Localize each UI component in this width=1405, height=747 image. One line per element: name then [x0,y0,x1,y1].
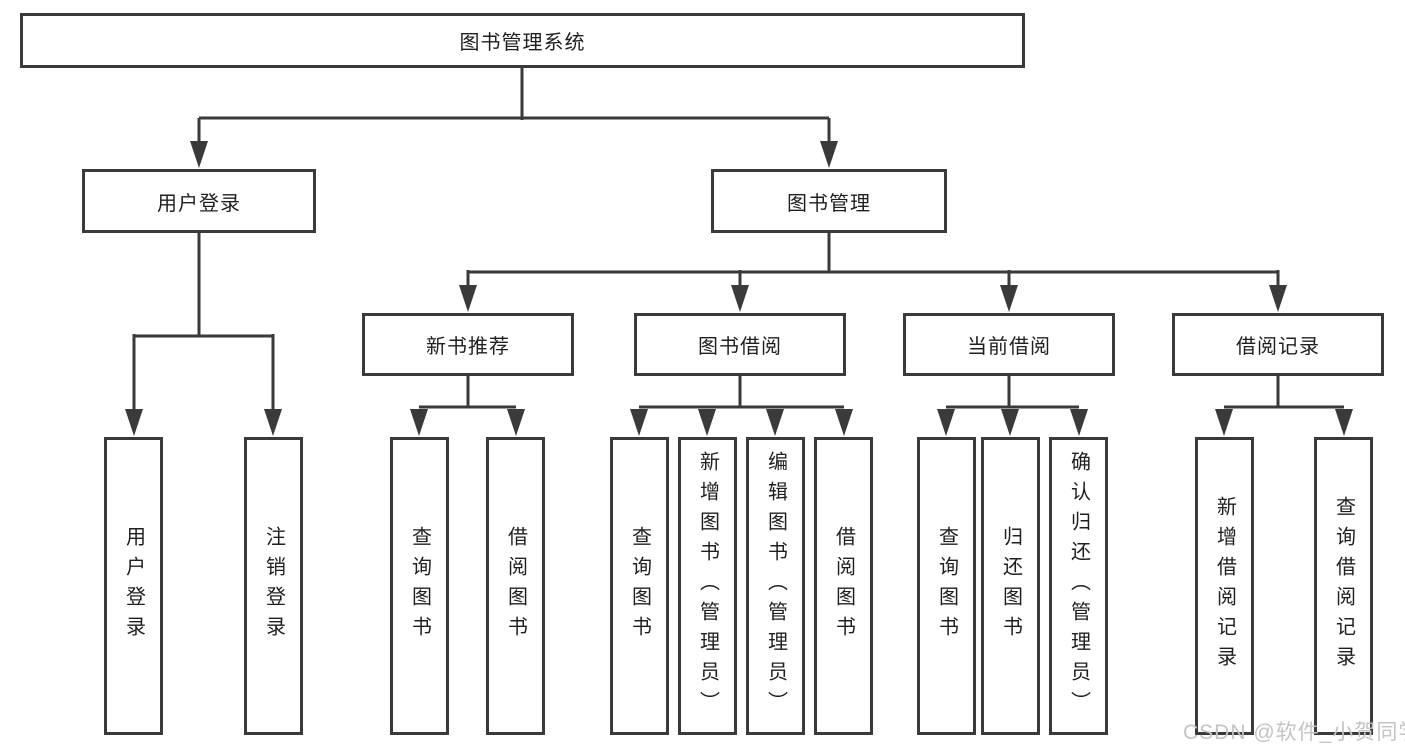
leaf-current-confirm-return-admin: 确认归还（管理员） [1049,437,1108,735]
leaf-label: 查询图书 [408,526,431,646]
leaf-label: 注销登录 [262,526,285,646]
leaf-label: 借阅图书 [832,526,855,646]
node-current-borrowing: 当前借阅 [903,313,1115,376]
leaf-label: 新增图书（管理员） [696,451,719,721]
node-label: 新书推荐 [426,336,510,358]
leaf-recommend-query-books: 查询图书 [390,437,449,735]
node-label: 当前借阅 [967,336,1051,358]
leaf-borrow-borrow-books: 借阅图书 [814,437,873,735]
leaf-records-add-record: 新增借阅记录 [1195,437,1254,735]
leaf-label: 借阅图书 [504,526,527,646]
node-book-management: 图书管理 [711,169,947,233]
leaf-logout: 注销登录 [244,437,303,735]
leaf-current-query-books: 查询图书 [917,437,976,735]
leaf-label: 查询借阅记录 [1332,496,1355,676]
leaf-records-query-record: 查询借阅记录 [1314,437,1373,735]
node-borrowing-records: 借阅记录 [1172,313,1384,376]
leaf-label: 查询图书 [935,526,958,646]
node-book-borrowing: 图书借阅 [634,313,846,376]
csdn-watermark: CSDN @软件_小贺同学 [1183,721,1405,744]
node-library-management-system: 图书管理系统 [20,13,1025,68]
leaf-label: 归还图书 [999,526,1022,646]
leaf-label: 编辑图书（管理员） [764,451,787,721]
leaf-label: 新增借阅记录 [1213,496,1236,676]
leaf-borrow-add-books-admin: 新增图书（管理员） [678,437,737,735]
leaf-user-login: 用户登录 [104,437,163,735]
node-label: 图书管理系统 [459,32,586,54]
leaf-label: 用户登录 [122,526,145,646]
node-new-book-recommendation: 新书推荐 [362,313,574,376]
leaf-label: 查询图书 [628,526,651,646]
leaf-label: 确认归还（管理员） [1067,451,1090,721]
leaf-recommend-borrow-books: 借阅图书 [486,437,545,735]
leaf-borrow-query-books: 查询图书 [610,437,669,735]
leaf-borrow-edit-books-admin: 编辑图书（管理员） [746,437,805,735]
node-label: 用户登录 [157,192,241,215]
node-label: 图书管理 [787,192,871,215]
node-user-login: 用户登录 [82,169,316,233]
node-label: 借阅记录 [1236,336,1320,358]
node-label: 图书借阅 [698,336,782,358]
leaf-current-return-books: 归还图书 [981,437,1040,735]
